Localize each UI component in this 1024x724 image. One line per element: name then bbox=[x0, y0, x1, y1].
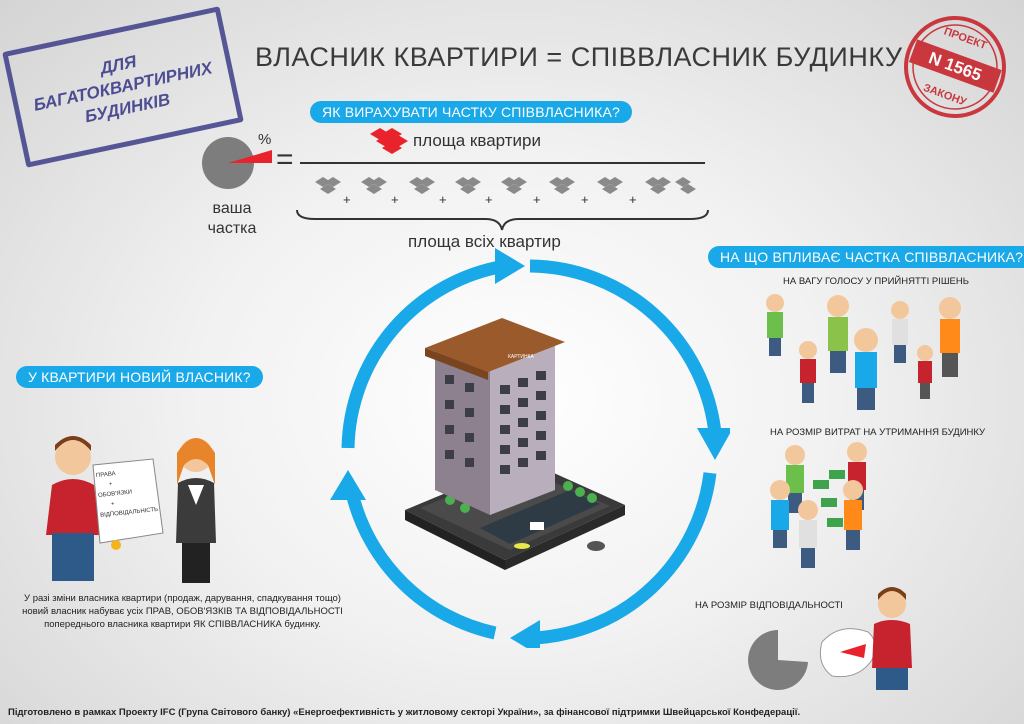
equals-sign: = bbox=[276, 143, 294, 176]
effect-item-costs: НА РОЗМІР ВИТРАТ НА УТРИМАННЯ БУДИНКУ bbox=[770, 427, 986, 438]
footer-credits: Підготовлено в рамках Проекту IFC (Група… bbox=[8, 707, 801, 718]
liability-illustration bbox=[748, 587, 912, 690]
ownership-document: ПРАВА + ОБОВ'ЯЗКИ + ВІДПОВІДАЛЬНІСТЬ bbox=[96, 465, 159, 521]
plus-sign: + bbox=[533, 192, 541, 207]
cycle-arrows-icon bbox=[330, 248, 730, 648]
costs-people-illustration bbox=[770, 442, 867, 568]
numerator-label: площа квартири bbox=[413, 131, 541, 150]
denominator-label: площа всіх квартир bbox=[408, 232, 561, 251]
plus-sign: + bbox=[581, 192, 589, 207]
apartment-building-illustration: КАРТИНКА bbox=[405, 318, 625, 570]
stamp-red-bottom: ЗАКОНУ bbox=[922, 82, 968, 109]
voting-people-illustration bbox=[766, 294, 961, 410]
previous-and-new-owner-illustration bbox=[46, 436, 216, 583]
share-label-line: частка bbox=[207, 220, 257, 237]
plus-sign: + bbox=[391, 192, 399, 207]
plus-sign: + bbox=[343, 192, 351, 207]
plus-sign: + bbox=[629, 192, 637, 207]
fraction-line bbox=[300, 162, 705, 164]
share-label: ваша частка bbox=[202, 199, 262, 239]
stamp-red-top: ПРОЕКТ bbox=[942, 26, 988, 53]
effects-heading: НА ЩО ВПЛИВАЄ ЧАСТКА СПІВВЛАСНИКА? bbox=[708, 246, 1024, 268]
plus-sign: + bbox=[485, 192, 493, 207]
all-apartments-tiles: + + + + + + + bbox=[315, 177, 696, 207]
apartment-tile-icon bbox=[370, 128, 408, 154]
percent-sign: % bbox=[258, 131, 272, 148]
page-title: ВЛАСНИК КВАРТИРИ = СПІВВЛАСНИК БУДИНКУ bbox=[255, 42, 903, 72]
effect-item-liability: НА РОЗМІР ВІДПОВІДАЛЬНОСТІ bbox=[695, 600, 843, 611]
formula-heading: ЯК ВИРАХУВАТИ ЧАСТКУ СПІВВЛАСНИКА? bbox=[310, 101, 632, 123]
effect-item-vote: НА ВАГУ ГОЛОСУ У ПРИЙНЯТТІ РІШЕНЬ bbox=[783, 276, 969, 287]
share-pie-icon bbox=[202, 137, 272, 189]
stamp-law-project: ПРОЕКТ N 1565 ЗАКОНУ bbox=[904, 16, 1006, 118]
van-icon bbox=[530, 522, 544, 530]
new-owner-heading: У КВАРТИРИ НОВИЙ ВЛАСНИК? bbox=[16, 366, 263, 388]
share-label-line: ваша bbox=[212, 200, 252, 217]
building-sign: КАРТИНКА bbox=[508, 354, 535, 360]
brace-icon bbox=[296, 209, 709, 231]
plus-sign: + bbox=[439, 192, 447, 207]
new-owner-note: У разі зміни власника квартири (продаж, … bbox=[22, 593, 343, 630]
